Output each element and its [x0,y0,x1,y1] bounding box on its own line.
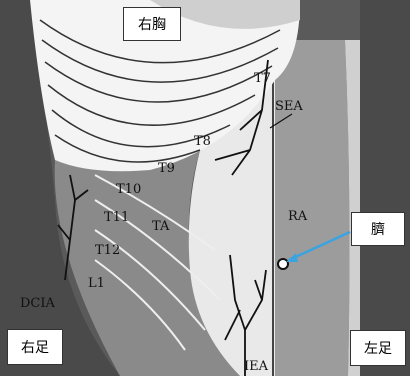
label-t10: T10 [116,182,141,197]
label-l1: L1 [88,276,105,291]
label-dcia: DCIA [20,296,56,311]
callout-navel: 臍 [351,212,405,246]
label-t8: T8 [194,134,211,149]
label-ta: TA [152,219,170,234]
callout-left-foot: 左足 [350,330,406,366]
label-t11: T11 [104,210,129,225]
label-ra: RA [288,209,308,224]
callout-right-foot: 右足 [7,329,63,365]
rectus-abdominis [275,40,349,376]
label-t9: T9 [158,161,175,176]
label-t7: T7 [254,71,271,86]
label-iea: IEA [244,359,269,374]
callout-right-chest: 右胸 [123,7,181,41]
label-t12: T12 [95,243,120,258]
label-sea: SEA [275,99,303,114]
umbilicus [278,259,288,269]
